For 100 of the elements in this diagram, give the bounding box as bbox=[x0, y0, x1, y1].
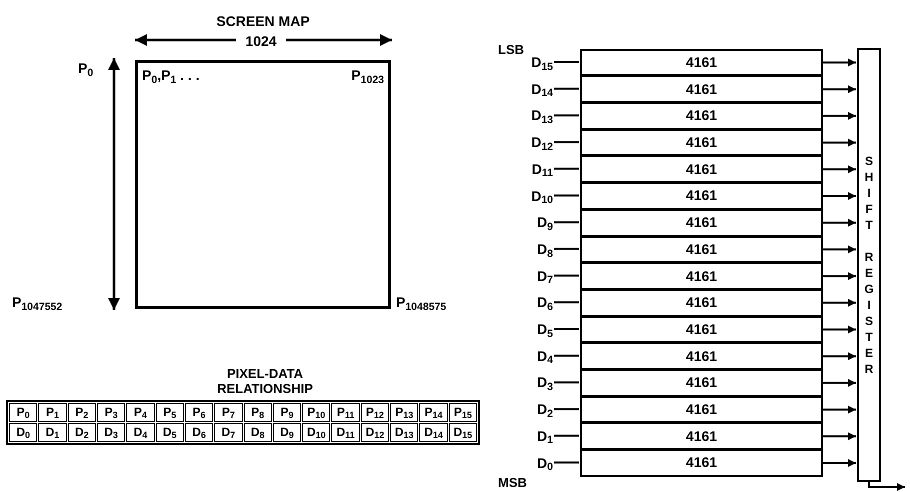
memory-chip-box: 4161 bbox=[580, 342, 823, 370]
data-line-label: D$_{5}$ bbox=[500, 318, 554, 340]
vertical-text: SHIFT REGISTER bbox=[863, 153, 875, 377]
table-cell: P$_{9}$ bbox=[272, 403, 302, 422]
memory-chip-box: 4161 bbox=[580, 48, 823, 76]
pixel-label: P$_{0}$,P$_{1}$ . . . bbox=[142, 66, 200, 86]
memory-chip-box: 4161 bbox=[580, 369, 823, 397]
table-cell: D$_{10}$ bbox=[302, 423, 330, 442]
table-cell: P$_{2}$ bbox=[68, 403, 96, 422]
table-cell: P$_{1}$ bbox=[38, 403, 67, 422]
data-line-label: D$_{2}$ bbox=[500, 398, 554, 420]
memory-chip-box: 4161 bbox=[580, 128, 823, 156]
memory-chip-box: 4161 bbox=[580, 422, 823, 450]
table-cell: D$_{11}$ bbox=[331, 423, 360, 442]
memory-chip-box: 4161 bbox=[580, 102, 823, 130]
arrow bbox=[823, 218, 856, 227]
table-cell: D$_{2}$ bbox=[68, 423, 96, 442]
arrow bbox=[823, 352, 856, 360]
table-cell: P$_{6}$ bbox=[184, 403, 214, 422]
table-cell: D$_{13}$ bbox=[390, 423, 418, 442]
connector-line bbox=[554, 381, 579, 384]
data-line-label: D$_{11}$ bbox=[500, 158, 554, 180]
pixel-label: P$_{0}$ bbox=[78, 59, 94, 79]
table-cell: D$_{8}$ bbox=[244, 423, 272, 442]
connector-line bbox=[554, 434, 579, 437]
table-cell: D$_{4}$ bbox=[126, 423, 155, 442]
arrow bbox=[823, 165, 856, 174]
pixel-label: P$_{1048575}$ bbox=[396, 293, 446, 313]
arrow bbox=[823, 378, 856, 387]
data-line-label: D$_{6}$ bbox=[500, 291, 554, 314]
arrow bbox=[868, 482, 905, 491]
table-cell: D$_{3}$ bbox=[96, 423, 126, 442]
table-cell: P$_{11}$ bbox=[331, 403, 360, 422]
table-cell: D$_{9}$ bbox=[272, 423, 302, 442]
table-cell: P$_{3}$ bbox=[96, 403, 126, 422]
arrow bbox=[823, 192, 856, 200]
memory-chip-box: 4161 bbox=[580, 182, 823, 210]
table-cell: P$_{14}$ bbox=[419, 403, 448, 422]
table-cell: P$_{15}$ bbox=[448, 403, 477, 422]
table-cell: P$_{8}$ bbox=[244, 403, 272, 422]
data-line-label: D$_{3}$ bbox=[500, 371, 554, 394]
memory-chip-box: 4161 bbox=[580, 316, 823, 344]
table-cell: D$_{0}$ bbox=[9, 423, 38, 442]
arrow bbox=[823, 406, 856, 414]
table-cell: P$_{10}$ bbox=[302, 403, 330, 422]
connector-line bbox=[554, 248, 579, 250]
table-cell: D$_{12}$ bbox=[360, 423, 390, 442]
connector-line bbox=[554, 301, 579, 304]
connector-line bbox=[554, 168, 579, 170]
table-cell: P$_{4}$ bbox=[126, 403, 155, 422]
connector-line bbox=[554, 408, 579, 410]
memory-chip-box: 4161 bbox=[580, 262, 823, 290]
arrow bbox=[823, 245, 856, 254]
arrow bbox=[823, 85, 856, 94]
data-line-label: D$_{8}$ bbox=[500, 238, 554, 260]
table-cell: D$_{7}$ bbox=[214, 423, 242, 442]
data-line-label: D$_{14}$ bbox=[500, 78, 554, 100]
dimension-label: 1024 bbox=[244, 32, 278, 51]
connector-line bbox=[554, 274, 579, 277]
data-line-label: D$_{13}$ bbox=[500, 104, 554, 126]
memory-chip-box: 4161 bbox=[580, 396, 823, 424]
connector-line bbox=[554, 462, 579, 464]
connector-line bbox=[554, 194, 579, 196]
arrow bbox=[823, 138, 856, 147]
table-cell: D$_{1}$ bbox=[38, 423, 67, 442]
pixel-label: P$_{1047552}$ bbox=[12, 293, 62, 313]
connector-line bbox=[554, 221, 579, 224]
table-cell: P$_{0}$ bbox=[9, 403, 38, 422]
data-line-label: D$_{12}$ bbox=[500, 131, 554, 154]
table-cell: P$_{5}$ bbox=[156, 403, 184, 422]
pixel-label: P$_{1023}$ bbox=[351, 66, 384, 86]
memory-chip-box: 4161 bbox=[580, 208, 823, 237]
data-line-label: D$_{10}$ bbox=[500, 184, 554, 206]
arrow bbox=[823, 58, 856, 66]
memory-chip-box: 4161 bbox=[580, 288, 823, 317]
arrow bbox=[823, 112, 856, 120]
shift-register-box bbox=[857, 48, 881, 482]
connector-line bbox=[554, 141, 579, 144]
heading: SCREEN MAP bbox=[215, 12, 311, 31]
data-line-label: D$_{4}$ bbox=[500, 344, 554, 367]
heading: PIXEL-DATA RELATIONSHIP bbox=[216, 366, 314, 396]
arrow bbox=[823, 432, 856, 440]
connector-line bbox=[554, 61, 579, 63]
table-cell: D$_{15}$ bbox=[448, 423, 477, 442]
arrow bbox=[823, 298, 856, 307]
connector-line bbox=[554, 354, 579, 357]
data-line-label: D$_{9}$ bbox=[500, 211, 554, 234]
memory-chip-box: 4161 bbox=[580, 155, 823, 184]
memory-chip-box: 4161 bbox=[580, 449, 823, 477]
bit-order-label: MSB bbox=[498, 474, 527, 492]
data-line-label: D$_{7}$ bbox=[500, 264, 554, 287]
arrow bbox=[823, 272, 856, 280]
bit-order-label: LSB bbox=[498, 41, 524, 59]
table-cell: P$_{13}$ bbox=[390, 403, 418, 422]
table-cell: P$_{12}$ bbox=[360, 403, 390, 422]
data-line-label: D$_{1}$ bbox=[500, 424, 554, 447]
memory-chip-box: 4161 bbox=[580, 75, 823, 104]
table-cell: P$_{7}$ bbox=[214, 403, 242, 422]
connector-line bbox=[554, 88, 579, 90]
memory-chip-box: 4161 bbox=[580, 236, 823, 264]
